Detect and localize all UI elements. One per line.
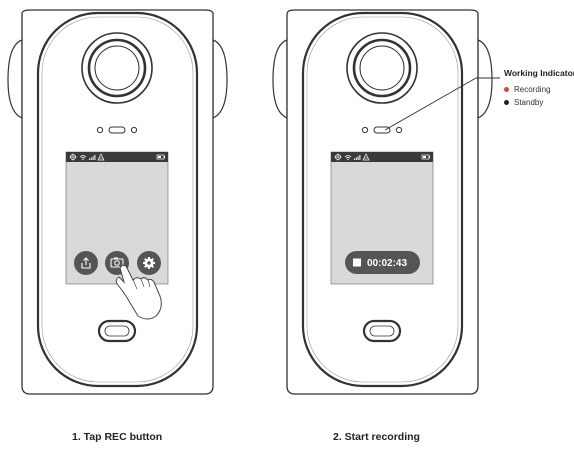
indicator-title: Working Indicator: [504, 68, 574, 78]
settings-button[interactable]: [137, 251, 161, 275]
stop-icon: [353, 258, 361, 267]
legend-label: Standby: [514, 98, 544, 107]
finger-icon: [115, 264, 162, 320]
caption-step-1: 1. Tap REC button: [72, 431, 163, 443]
recording-timer[interactable]: 00:02:43: [345, 251, 420, 274]
timer-value: 00:02:43: [367, 258, 407, 269]
legend-item-recording: Recording: [504, 85, 550, 94]
share-button[interactable]: [74, 251, 98, 275]
recording-dot-icon: [504, 87, 509, 92]
legend-item-standby: Standby: [504, 98, 543, 107]
camera-icon: [110, 257, 124, 268]
settings-icon: [143, 257, 155, 269]
indicator-callout: [384, 77, 500, 131]
caption-step-2: 2. Start recording: [333, 431, 420, 443]
panel-2-camera: 00:02:43: [271, 8, 494, 396]
share-icon: [81, 263, 91, 269]
standby-dot-icon: [504, 100, 509, 105]
panel-1-camera: [6, 8, 229, 396]
legend-label: Recording: [514, 85, 551, 94]
